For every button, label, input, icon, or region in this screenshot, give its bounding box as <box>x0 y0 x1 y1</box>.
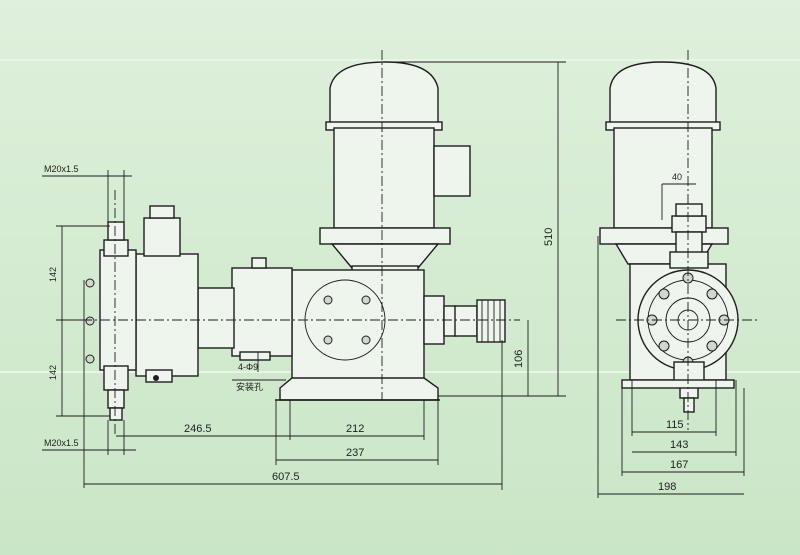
dim-base-inner: 212 <box>346 423 364 435</box>
dim-motor-height: 510 <box>543 228 555 246</box>
gear-box <box>291 269 457 381</box>
dim-base-outer: 237 <box>346 447 364 459</box>
bolt <box>85 354 95 364</box>
dim-side-w4: 198 <box>658 481 676 493</box>
dim-side-w3: 167 <box>670 459 688 471</box>
dim-thread-bottom: M20x1.5 <box>44 438 79 448</box>
bolt <box>85 278 95 288</box>
valve-top <box>103 221 129 257</box>
front-view <box>42 50 566 490</box>
valve-bottom <box>103 365 129 421</box>
dim-height-upper: 142 <box>48 267 58 282</box>
stroke-adjust-knob <box>454 299 506 343</box>
dim-side-offset: 40 <box>672 172 682 182</box>
dim-thread-top: M20x1.5 <box>44 164 79 174</box>
base <box>275 377 440 401</box>
dim-overall-length: 607.5 <box>272 471 300 483</box>
dim-side-w1: 115 <box>666 419 684 431</box>
motor <box>319 61 471 273</box>
note-hole-label: 安装孔 <box>236 381 263 392</box>
dim-side-w2: 143 <box>670 439 688 451</box>
side-view <box>597 50 760 498</box>
dim-base-height: 106 <box>513 350 525 368</box>
dim-inlet-offset: 246.5 <box>184 423 212 435</box>
bolt <box>85 316 95 326</box>
note-hole-count: 4-Φ9 <box>238 362 258 372</box>
crosshead <box>197 257 293 361</box>
dim-height-lower: 142 <box>48 365 58 380</box>
